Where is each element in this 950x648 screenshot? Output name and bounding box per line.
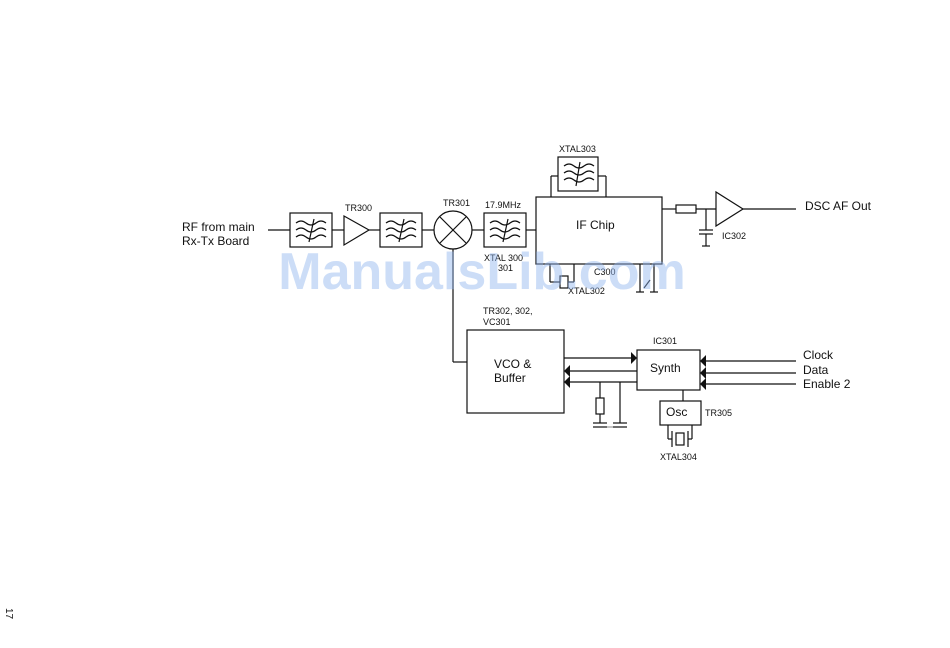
tr305-label: TR305 xyxy=(705,408,732,418)
tr300-amplifier xyxy=(344,216,369,245)
data-label: Data xyxy=(803,363,829,377)
dsc-af-out-label: DSC AF Out xyxy=(805,199,872,213)
tr301-label: TR301 xyxy=(443,198,470,208)
vco-label: VCO & xyxy=(494,357,531,371)
enable-label: Enable 2 xyxy=(803,377,851,391)
vc301-label: VC301 xyxy=(483,317,511,327)
xtal303-label: XTAL303 xyxy=(559,144,596,154)
arrow-data xyxy=(700,367,706,379)
xtal300-freq-label: 17.9MHz xyxy=(485,200,522,210)
ic302-label: IC302 xyxy=(722,231,746,241)
arrow-clock xyxy=(700,355,706,367)
watermark: ManualsLib.com xyxy=(278,243,685,301)
buffer-label: Buffer xyxy=(494,371,526,385)
tr302-label: TR302, 302, xyxy=(483,306,533,316)
page-number: 17 xyxy=(3,608,14,620)
arrow-enable xyxy=(700,378,706,390)
synth-label: Synth xyxy=(650,361,681,375)
loop-filter-resistor xyxy=(596,398,604,414)
arrow-synth-to-vco-2 xyxy=(564,376,570,388)
tr300-label: TR300 xyxy=(345,203,372,213)
rf-input-label-2: Rx-Tx Board xyxy=(182,234,249,248)
osc-label: Osc xyxy=(666,405,687,419)
ic302-amplifier xyxy=(716,192,743,226)
arrow-vco-to-synth xyxy=(631,352,637,364)
output-resistor xyxy=(676,205,696,213)
rf-input-label: RF from main xyxy=(182,220,255,234)
if-chip-label: IF Chip xyxy=(576,218,615,232)
arrow-synth-to-vco-1 xyxy=(564,365,570,377)
xtal304-label: XTAL304 xyxy=(660,452,697,462)
clock-label: Clock xyxy=(803,348,834,362)
ic301-label: IC301 xyxy=(653,336,677,346)
